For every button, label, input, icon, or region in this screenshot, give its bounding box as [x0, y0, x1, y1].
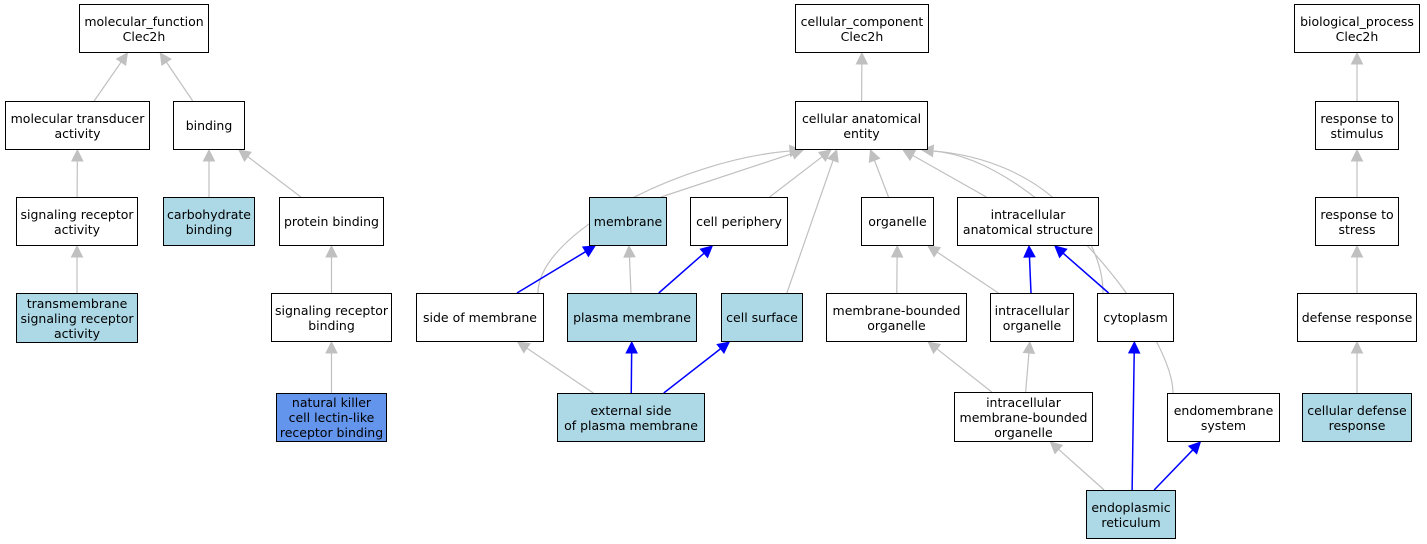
arrowhead-endoplasmic_reticulum-to-cytoplasm: [1127, 340, 1141, 354]
arrowhead-cytoplasm-to-intracellular_anatomical_structure: [1054, 245, 1068, 259]
arrowhead-signaling_receptor_activity-to-molecular_transducer: [71, 148, 84, 162]
arrowhead-cellular_anatomical_entity-to-cc_root: [855, 51, 869, 65]
arrowhead-intracellular_mbo-to-intracellular_organelle: [1022, 340, 1036, 354]
node-intracellular-anatomical-structure[interactable]: intracellular anatomical structure: [957, 197, 1099, 246]
node-endoplasmic-reticulum[interactable]: endoplasmic reticulum: [1086, 490, 1176, 539]
edge-intracellular_anatomical_structure-to-cellular_anatomical_entity: [912, 154, 987, 198]
node-organelle[interactable]: organelle: [861, 197, 934, 246]
node-molecular-transducer-activity[interactable]: molecular transducer activity: [5, 101, 150, 150]
edge-endoplasmic_reticulum-to-endomembrane_system: [1153, 449, 1194, 491]
node-carbohydrate-binding[interactable]: carbohydrate binding: [163, 197, 255, 246]
node-cytoplasm[interactable]: cytoplasm: [1097, 293, 1174, 342]
node-signaling-receptor-activity[interactable]: signaling receptor activity: [16, 197, 138, 246]
node-signaling-receptor-binding[interactable]: signaling receptor binding: [271, 293, 392, 342]
node-membrane-bounded-organelle[interactable]: membrane-bounded organelle: [826, 293, 967, 342]
arrowhead-membrane_bounded_organelle-to-organelle: [890, 244, 904, 258]
arrowhead-cell_periphery-to-cellular_anatomical_entity: [817, 149, 832, 163]
arrowhead-transmembrane_srа-to-signaling_receptor_activity: [70, 244, 84, 258]
arrowhead-external_side_pm-to-side_of_membrane: [516, 341, 531, 354]
edge-endoplasmic_reticulum-to-cytoplasm: [1131, 352, 1135, 491]
arrowhead-binding-to-mf_root: [159, 52, 172, 67]
arrowhead-cell_surface-to-cellular_anatomical_entity: [826, 148, 839, 163]
edge-plasma_membrane-to-cell_periphery: [658, 252, 705, 294]
node-side-of-membrane[interactable]: side of membrane: [416, 293, 544, 342]
edge-cell_periphery-to-cellular_anatomical_entity: [769, 156, 823, 198]
arrowhead-external_side_pm-to-plasma_membrane: [625, 340, 638, 354]
arrowhead-response_to_stimulus-to-bp_root: [1350, 51, 1364, 65]
edge-membrane-to-cellular_anatomical_entity: [660, 152, 793, 198]
node-external-side-of-plasma-membrane[interactable]: external side of plasma membrane: [557, 393, 705, 442]
node-molecular-function-root[interactable]: molecular_function Clec2h: [79, 4, 209, 53]
arrowhead-plasma_membrane-to-cell_periphery: [699, 245, 714, 259]
node-defense-response[interactable]: defense response: [1297, 293, 1417, 342]
arrowhead-signaling_receptor_binding-to-protein_binding: [325, 244, 338, 258]
arrowhead-side_of_membrane-to-membrane: [581, 245, 596, 258]
node-response-to-stress[interactable]: response to stress: [1315, 197, 1399, 246]
arrowhead-endoplasmic_reticulum-to-endomembrane_system: [1187, 441, 1202, 455]
edge-endoplasmic_reticulum-to-intracellular_mbo: [1058, 448, 1105, 491]
edge-endomembrane_system-to-cellular_anatomical_entity: [932, 150, 1174, 394]
node-cellular-component-root[interactable]: cellular_component Clec2h: [795, 4, 929, 53]
arrowhead-intracellular_mbo-to-membrane_bounded_organelle: [927, 341, 942, 355]
arrowhead-molecular_transducer-to-mf_root: [115, 52, 129, 67]
edge-cytoplasm-to-intracellular_anatomical_structure: [1062, 252, 1110, 294]
arrowhead-endoplasmic_reticulum-to-intracellular_mbo: [1049, 441, 1064, 455]
edge-protein_binding-to-binding: [247, 156, 302, 198]
edge-intracellular_organelle-to-organelle: [936, 251, 999, 294]
arrowhead-intracellular_organelle-to-organelle: [927, 245, 942, 258]
node-intracellular-membrane-bounded-organelle[interactable]: intracellular membrane-bounded organelle: [954, 392, 1093, 442]
edge-cell_surface-to-cellular_anatomical_entity: [786, 160, 834, 294]
node-cellular-anatomical-entity[interactable]: cellular anatomical entity: [795, 101, 928, 150]
arrowhead-carbohydrate_binding-to-binding: [202, 148, 216, 162]
node-binding[interactable]: binding: [173, 101, 245, 150]
arrowhead-protein_binding-to-binding: [238, 149, 252, 162]
edge-external_side_pm-to-side_of_membrane: [526, 347, 594, 394]
edge-intracellular_mbo-to-membrane_bounded_organelle: [936, 348, 993, 393]
edge-organelle-to-cellular_anatomical_entity: [873, 160, 890, 198]
arrowhead-organelle-to-cellular_anatomical_entity: [868, 148, 881, 163]
arrowhead-plasma_membrane-to-membrane: [623, 244, 636, 258]
node-membrane[interactable]: membrane: [589, 197, 667, 246]
arrowhead-nk_lectin_binding-to-signaling_receptor_binding: [325, 340, 338, 354]
node-biological-process-root[interactable]: biological_process Clec2h: [1294, 4, 1420, 53]
arrowhead-external_side_pm-to-cell_surface: [716, 341, 731, 355]
edge-molecular_transducer-to-mf_root: [93, 61, 122, 102]
arrowhead-response_to_stress-to-response_to_stimulus: [1350, 148, 1364, 162]
edge-side_of_membrane-to-membrane: [516, 251, 586, 294]
node-cell-surface[interactable]: cell surface: [721, 293, 803, 342]
edge-intracellular_organelle-to-intracellular_anatomical_structure: [1028, 256, 1032, 294]
node-endomembrane-system[interactable]: endomembrane system: [1167, 393, 1280, 442]
node-response-to-stimulus[interactable]: response to stimulus: [1315, 101, 1399, 150]
edge-external_side_pm-to-cell_surface: [663, 348, 722, 394]
arrowhead-cellular_defense_response-to-defense_response: [1350, 340, 1364, 354]
node-cell-periphery[interactable]: cell periphery: [690, 197, 788, 246]
node-natural-killer-cell-lectin-like-receptor-binding[interactable]: natural killer cell lectin-like receptor…: [276, 393, 387, 442]
node-intracellular-organelle[interactable]: intracellular organelle: [990, 293, 1074, 342]
node-plasma-membrane[interactable]: plasma membrane: [567, 293, 697, 342]
arrowhead-intracellular_anatomical_structure-to-cellular_anatomical_entity: [902, 149, 917, 162]
edge-plasma_membrane-to-membrane: [628, 256, 632, 294]
arrowhead-intracellular_organelle-to-intracellular_anatomical_structure: [1023, 244, 1036, 258]
arrowhead-defense_response-to-response_to_stress: [1350, 244, 1364, 258]
node-cellular-defense-response[interactable]: cellular defense response: [1302, 393, 1412, 442]
node-transmembrane-signaling-receptor-activity[interactable]: transmembrane signaling receptor activit…: [16, 293, 138, 343]
edge-binding-to-mf_root: [165, 61, 194, 102]
node-protein-binding[interactable]: protein binding: [279, 197, 384, 246]
edge-intracellular_mbo-to-intracellular_organelle: [1025, 352, 1030, 393]
